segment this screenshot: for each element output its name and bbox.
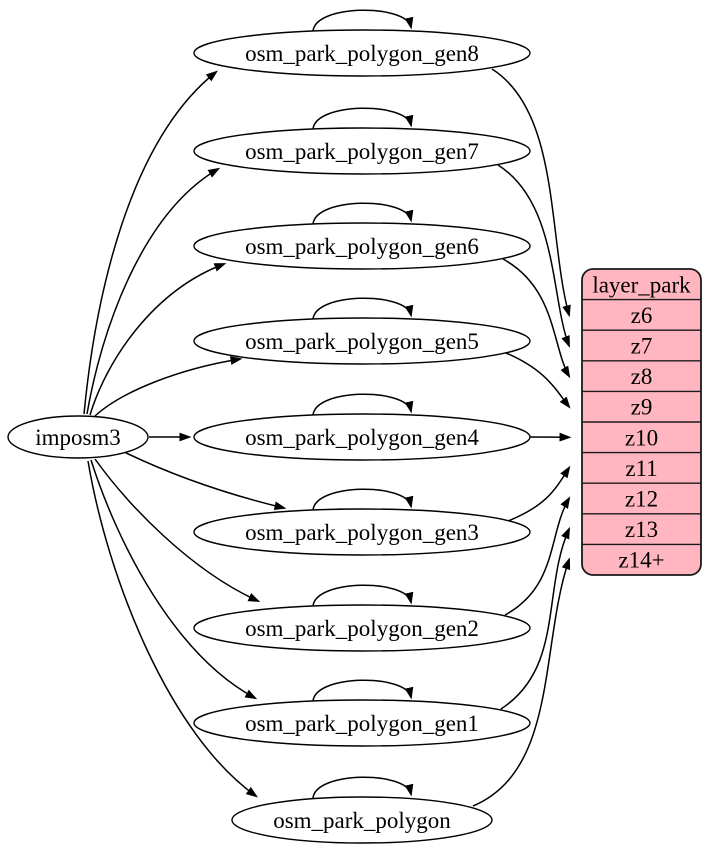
edge-osm_park_polygon_gen2-to-z12 (504, 496, 571, 616)
node-osm_park_polygon_gen4 (193, 413, 531, 461)
self-loop-osm_park_polygon_gen8 (312, 9, 414, 32)
self-loop-osm_park_polygon_gen6 (312, 202, 414, 225)
node-osm_park_polygon_gen3 (193, 508, 531, 556)
self-loop-osm_park_polygon_gen2 (312, 584, 414, 607)
edge-osm_park_polygon_gen7-to-z7 (497, 164, 570, 348)
node-osm_park_polygon_gen6 (193, 222, 531, 270)
edge-osm_park_polygon_gen3-to-z11 (507, 465, 571, 522)
edges-layer (83, 9, 572, 807)
node-label-osm_park_polygon_gen2: osm_park_polygon_gen2 (245, 616, 479, 641)
layer-row-z12: z12 (625, 487, 658, 512)
self-loop-osm_park_polygon_gen1 (312, 679, 414, 702)
node-label-osm_park_polygon_gen1: osm_park_polygon_gen1 (245, 711, 479, 736)
node-imposm3 (7, 415, 149, 459)
edge-imposm3-to-osm_park_polygon_gen6 (89, 263, 227, 416)
node-osm_park_polygon_gen1 (193, 699, 531, 747)
node-label-osm_park_polygon: osm_park_polygon (273, 808, 451, 833)
node-osm_park_polygon_gen8 (193, 29, 531, 77)
edge-imposm3-to-osm_park_polygon_gen1 (90, 459, 258, 700)
layer-row-z9: z9 (631, 395, 653, 420)
edge-osm_park_polygon_gen6-to-z8 (502, 258, 571, 379)
layer-row-z6: z6 (631, 303, 653, 328)
self-loop-osm_park_polygon_gen4 (312, 393, 414, 416)
edge-osm_park_polygon_gen1-to-z13 (500, 526, 571, 710)
node-osm_park_polygon_gen2 (193, 604, 531, 652)
edge-imposm3-to-osm_park_polygon_gen2 (94, 458, 261, 603)
edge-osm_park_polygon-to-z14+ (472, 557, 571, 807)
self-loop-osm_park_polygon_gen3 (312, 488, 414, 511)
node-label-osm_park_polygon_gen4: osm_park_polygon_gen4 (245, 425, 479, 450)
layer-row-z14+: z14+ (618, 548, 664, 573)
self-loop-osm_park_polygon_gen5 (312, 297, 414, 320)
node-label-osm_park_polygon_gen7: osm_park_polygon_gen7 (245, 139, 479, 164)
self-loop-osm_park_polygon_gen7 (312, 107, 414, 130)
layer-row-z10: z10 (625, 425, 658, 450)
node-label-imposm3: imposm3 (35, 425, 121, 450)
node-osm_park_polygon (231, 796, 493, 844)
edge-imposm3-to-osm_park_polygon_gen5 (94, 356, 243, 417)
layer-park-table: layer_park z6 z7 z8 z9 z10 z11 z12 z13 z14+ (581, 268, 702, 576)
edge-osm_park_polygon_gen8-to-z6 (491, 68, 571, 318)
layer-row-z13: z13 (625, 517, 658, 542)
self-loop-osm_park_polygon (312, 776, 414, 799)
nodes-layer: imposm3 osm_park_polygon_gen8 osm_park_pol… (7, 29, 531, 844)
edge-imposm3-to-osm_park_polygon (87, 460, 259, 798)
edge-imposm3-to-osm_park_polygon_gen8 (83, 70, 218, 415)
node-osm_park_polygon_gen7 (193, 127, 531, 175)
edge-imposm3-to-osm_park_polygon_gen3 (119, 449, 287, 511)
edge-osm_park_polygon_gen5-to-z9 (505, 352, 571, 409)
node-osm_park_polygon_gen5 (193, 317, 531, 365)
node-label-osm_park_polygon_gen5: osm_park_polygon_gen5 (245, 329, 479, 354)
layer-park-table-title: layer_park (592, 272, 691, 297)
node-label-osm_park_polygon_gen8: osm_park_polygon_gen8 (245, 41, 479, 66)
layer-row-z7: z7 (631, 334, 653, 359)
layer-row-z11: z11 (625, 456, 657, 481)
layer-row-z8: z8 (631, 364, 653, 389)
edge-imposm3-to-osm_park_polygon_gen7 (86, 167, 221, 415)
node-label-osm_park_polygon_gen6: osm_park_polygon_gen6 (245, 234, 479, 259)
node-label-osm_park_polygon_gen3: osm_park_polygon_gen3 (245, 520, 479, 545)
